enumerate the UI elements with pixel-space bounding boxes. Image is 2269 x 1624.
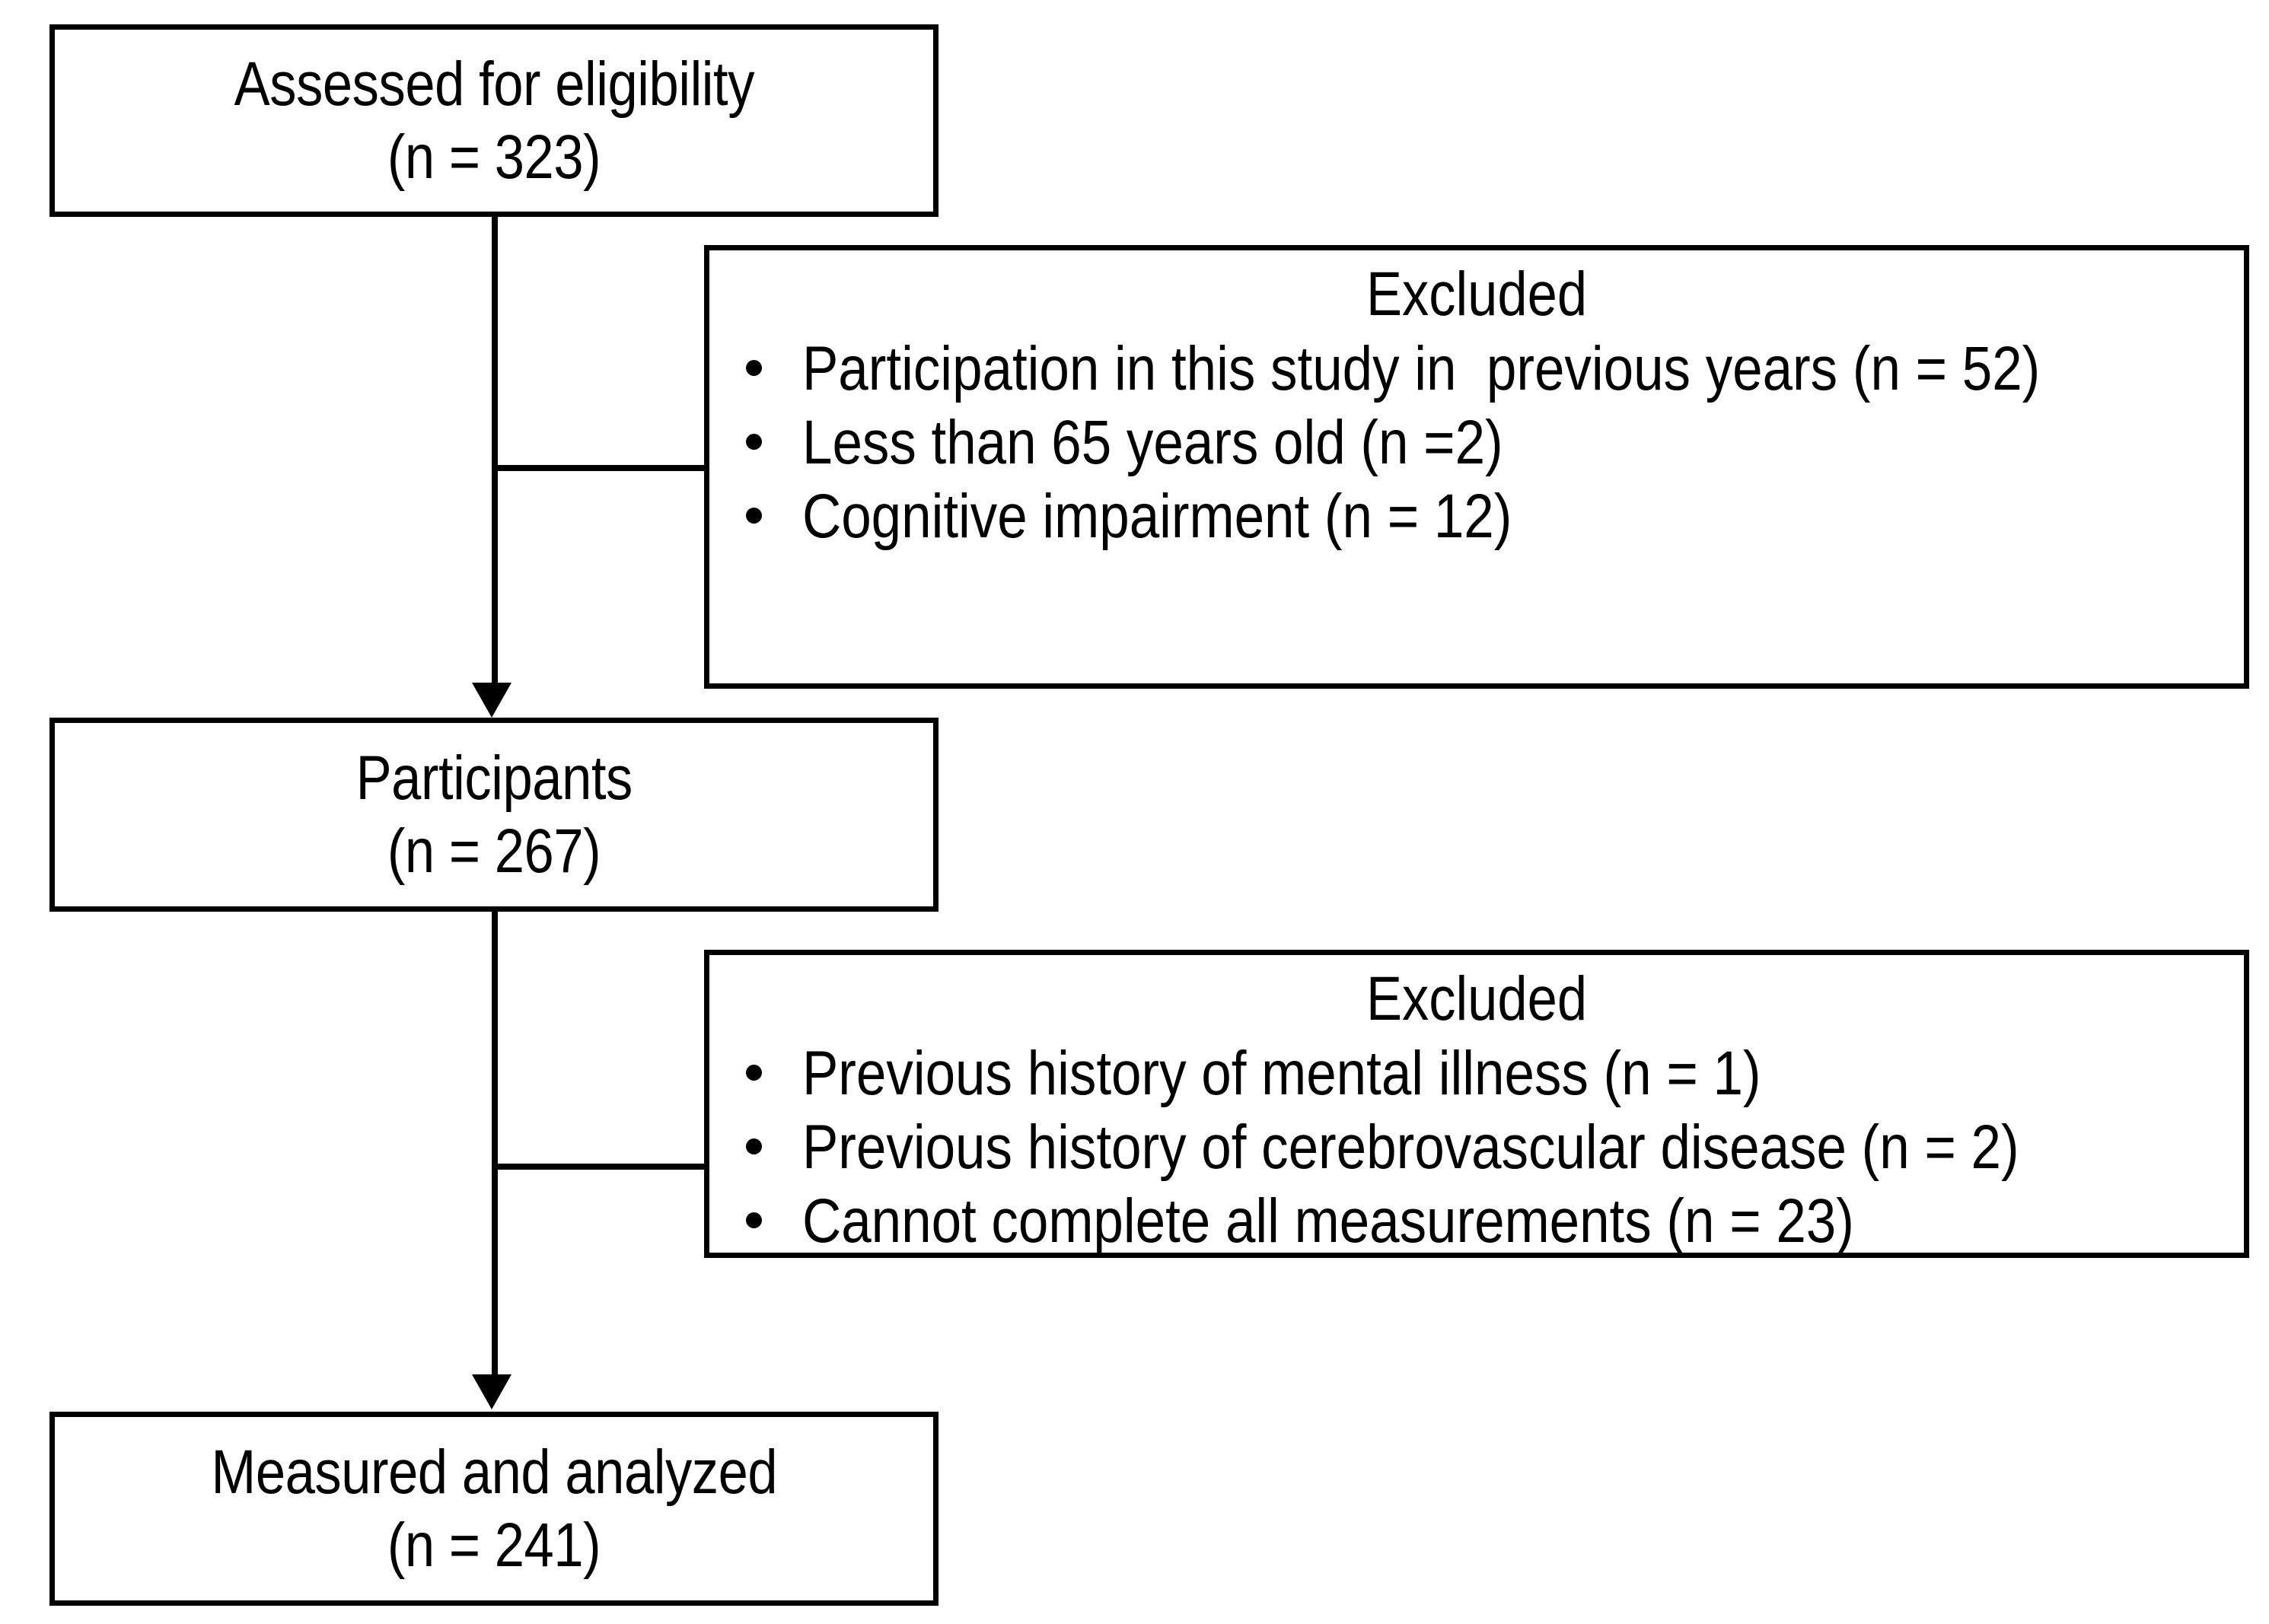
node-measured-title: Measured and analyzed [211,1437,777,1507]
panel-excluded-first-heading: Excluded [1366,260,1588,329]
connector-participants-to-excluded-2 [492,1164,709,1170]
node-measured-count: (n = 241) [387,1510,601,1580]
node-assessed-count: (n = 323) [387,122,601,192]
node-measured-and-analyzed: Measured and analyzed (n = 241) [49,1412,939,1606]
list-item: Previous history of cerebrovascular dise… [726,1111,2230,1183]
node-assessed-title: Assessed for eligibility [234,49,754,119]
bullet-icon [746,434,762,451]
exclusion-reason: Cannot complete all measurements (n = 23… [802,1186,1854,1256]
node-participants-title: Participants [355,743,633,813]
arrowhead-into-measured [472,1374,511,1409]
bullet-icon [746,1212,762,1229]
list-item: Previous history of mental illness (n = … [726,1037,2230,1110]
exclusion-reason: Participation in this study in previous … [802,333,2041,403]
node-participants: Participants (n = 267) [49,718,939,912]
arrowhead-into-participants [472,683,511,718]
bullet-icon [746,508,762,524]
bullet-icon [746,1138,762,1155]
list-item: Cognitive impairment (n = 12) [726,480,2230,552]
node-assessed-for-eligibility: Assessed for eligibility (n = 323) [49,24,939,217]
bullet-icon [746,359,762,376]
exclusion-reason: Less than 65 years old (n =2) [802,407,1503,477]
exclusion-reason: Previous history of cerebrovascular dise… [802,1112,2019,1182]
panel-excluded-first-list: Participation in this study in previous … [709,333,2244,552]
exclusion-reason: Cognitive impairment (n = 12) [802,482,1512,552]
bullet-icon [746,1064,762,1081]
list-item: Less than 65 years old (n =2) [726,406,2230,479]
list-item: Participation in this study in previous … [726,333,2230,405]
list-item: Cannot complete all measurements (n = 23… [726,1185,2230,1257]
connector-assessed-to-participants [492,217,498,687]
exclusion-reason: Previous history of mental illness (n = … [802,1038,1761,1108]
panel-excluded-second-list: Previous history of mental illness (n = … [709,1037,2244,1257]
node-participants-count: (n = 267) [387,816,601,886]
panel-excluded-first: Excluded Participation in this study in … [704,245,2249,689]
connector-participants-to-measured [492,912,498,1379]
connector-assessed-to-excluded-1 [492,465,709,471]
panel-excluded-second: Excluded Previous history of mental illn… [704,950,2249,1258]
panel-excluded-second-heading: Excluded [1366,964,1588,1033]
